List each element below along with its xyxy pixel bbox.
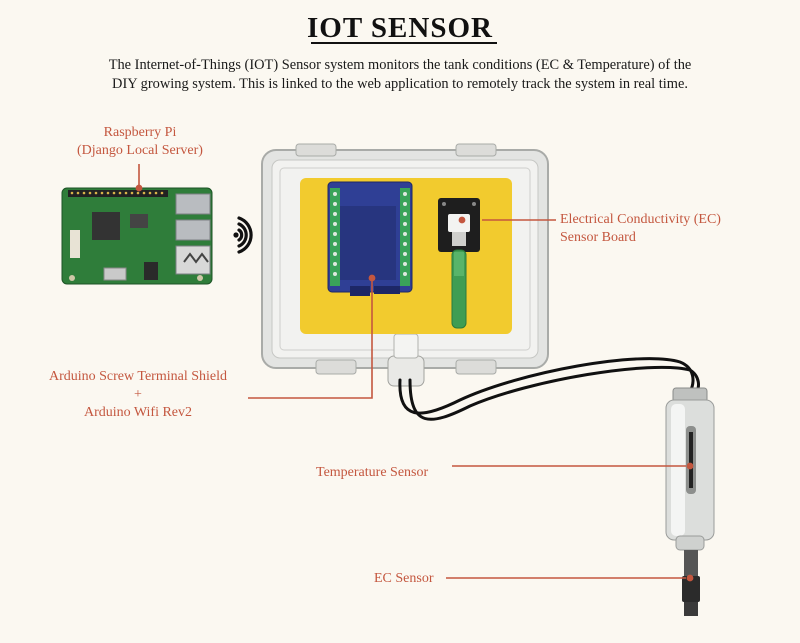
arduino-label-plus: + [134,387,142,402]
ec-sensor-label: EC Sensor [374,571,434,586]
arduino-label: Arduino Screw Terminal Shield + Arduino … [28,368,248,422]
title-underline [311,42,497,44]
arduino-label-line1: Arduino Screw Terminal Shield [48,369,227,384]
leader-lines [135,164,694,582]
temperature-probe [665,387,715,551]
ec-probe [682,550,700,616]
wifi-icon [233,216,253,254]
description-line-1: The Internet-of-Things (IOT) Sensor syst… [108,57,692,73]
temperature-sensor-label: Temperature Sensor [316,465,429,480]
description: The Internet-of-Things (IOT) Sensor syst… [60,56,740,94]
ec-board-label-line1: Electrical Conductivity (EC) [560,212,721,227]
ec-board-label-line2: Sensor Board [560,230,636,245]
description-line-2: DIY growing system. This is linked to th… [112,76,688,92]
raspberry-pi-board [61,187,213,285]
page-title: IOT SENSOR [307,12,493,44]
raspberry-pi-label-line1: Raspberry Pi [103,125,177,140]
sensor-cables [398,357,700,421]
arduino-shield [327,181,413,296]
raspberry-pi-label: Raspberry Pi (Django Local Server) [70,124,210,160]
ec-board-label: Electrical Conductivity (EC) Sensor Boar… [560,211,721,247]
raspberry-pi-label-line2: (Django Local Server) [77,143,203,158]
arduino-label-line2: Arduino Wifi Rev2 [83,405,193,420]
